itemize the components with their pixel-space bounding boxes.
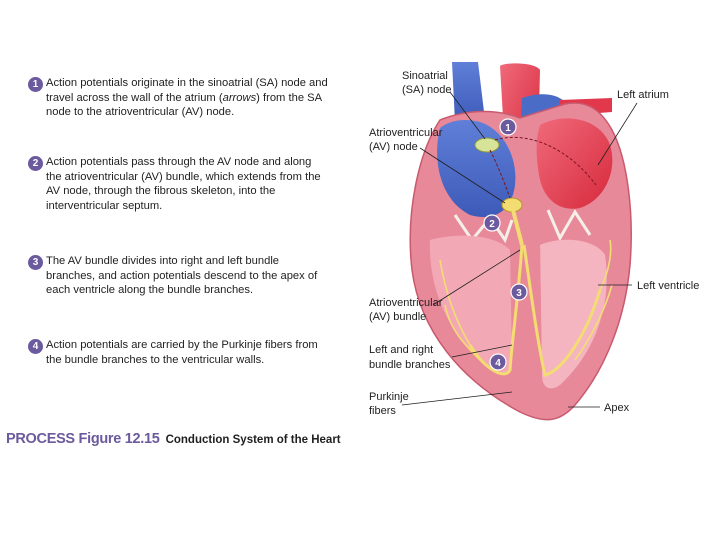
label-av-node-line2: (AV) node [369, 141, 418, 153]
step-4: 4 Action potentials are carried by the P… [28, 338, 328, 367]
leader-av-node [419, 147, 506, 204]
label-apex: Apex [604, 402, 630, 414]
step-4-text: Action potentials are carried by the Pur… [46, 339, 318, 366]
svg-text:1: 1 [505, 123, 511, 134]
left-atrium [536, 118, 613, 209]
label-av-bundle-line2: (AV) bundle [369, 311, 426, 323]
label-sa-node-line1: Sinoatrial [402, 70, 448, 82]
figure-title: Conduction System of the Heart [165, 434, 341, 446]
sa-node [474, 137, 500, 153]
marker-2: 2 [483, 214, 501, 232]
left-bundle-branch [522, 244, 602, 377]
marker-3: 3 [510, 283, 528, 301]
av-node [501, 197, 523, 213]
step-1: 1 Action potentials originate in the sin… [28, 76, 328, 120]
right-ventricle [429, 235, 512, 375]
label-left-atrium: Left atrium [617, 89, 669, 101]
label-sa-node-line2: (SA) node [402, 84, 452, 96]
step-2-text: Action potentials pass through the AV no… [46, 156, 321, 212]
label-bundle-branches-line1: Left and right [369, 344, 433, 356]
step-1-badge: 1 [28, 77, 43, 92]
av-bundle [511, 209, 524, 246]
label-av-node-line1: Atrioventricular [369, 127, 443, 139]
atrial-conduction-arrow-2 [494, 136, 597, 186]
svg-text:4: 4 [495, 358, 501, 369]
step-4-badge: 4 [28, 339, 43, 354]
svg-text:3: 3 [516, 288, 522, 299]
step-2-badge: 2 [28, 156, 43, 171]
leader-purkinje [401, 391, 513, 406]
step-1-text: Action potentials originate in the sinoa… [46, 77, 328, 118]
superior-vena-cava [452, 62, 485, 122]
step-3-badge: 3 [28, 255, 43, 270]
svg-text:2: 2 [489, 219, 495, 230]
label-purkinje-line2: fibers [369, 405, 396, 417]
step-3-text: The AV bundle divides into right and lef… [46, 255, 318, 296]
label-bundle-branches-line2: bundle branches [369, 359, 451, 371]
leader-sa-node [449, 91, 486, 140]
step-3: 3 The AV bundle divides into right and l… [28, 254, 328, 298]
label-purkinje-line1: Purkinje [369, 391, 409, 403]
purkinje-fibers-right [439, 259, 481, 361]
leader-av-bundle [432, 249, 521, 306]
leader-bundle-branches [451, 344, 513, 358]
marker-4: 4 [489, 353, 507, 371]
atrial-conduction-arrow [489, 149, 511, 199]
label-left-ventricle: Left ventricle [637, 280, 699, 292]
marker-1: 1 [499, 118, 517, 136]
leader-left-atrium [597, 102, 638, 166]
figure-number: PROCESS Figure 12.15 [6, 431, 160, 447]
label-av-bundle-line1: Atrioventricular [369, 297, 443, 309]
figure-caption: PROCESS Figure 12.15 Conduction System of… [6, 430, 341, 448]
mitral-valve [546, 209, 592, 242]
step-2: 2 Action potentials pass through the AV … [28, 155, 328, 213]
left-ventricle [540, 239, 607, 389]
